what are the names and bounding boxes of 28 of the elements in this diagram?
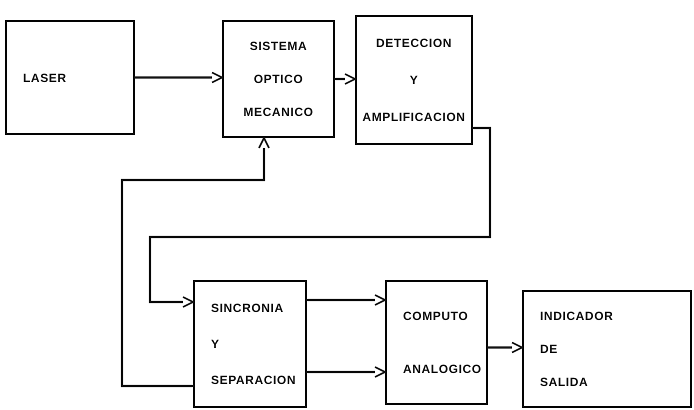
arrow [120,137,270,388]
box-label: ANALOGICO [403,362,482,376]
box-label: DE [540,342,558,356]
arrow [488,342,523,354]
process-box [5,20,135,135]
process-box [222,20,335,138]
arrow [307,366,386,378]
box-label: MECANICO [243,104,314,119]
box-label: SALIDA [540,374,588,389]
box-label: COMPUTO [403,309,468,324]
box-label: Y [211,337,220,351]
box-label: SISTEMA [250,39,308,54]
arrow [148,126,492,308]
box-label: Y [410,72,418,87]
arrow [307,294,386,306]
arrow [335,73,356,85]
process-box [193,280,307,408]
box-label: SEPARACION [211,373,296,387]
box-label: LASER [23,70,67,84]
process-box [355,15,473,145]
process-box [385,280,488,405]
process-box [522,290,692,408]
box-label: DETECCION [376,36,452,50]
box-label: INDICADOR [540,309,614,324]
box-label: SINCRONIA [211,301,284,315]
box-label: AMPLIFICACION [362,110,466,124]
box-label: OPTICO [254,72,304,86]
arrow [135,72,223,84]
